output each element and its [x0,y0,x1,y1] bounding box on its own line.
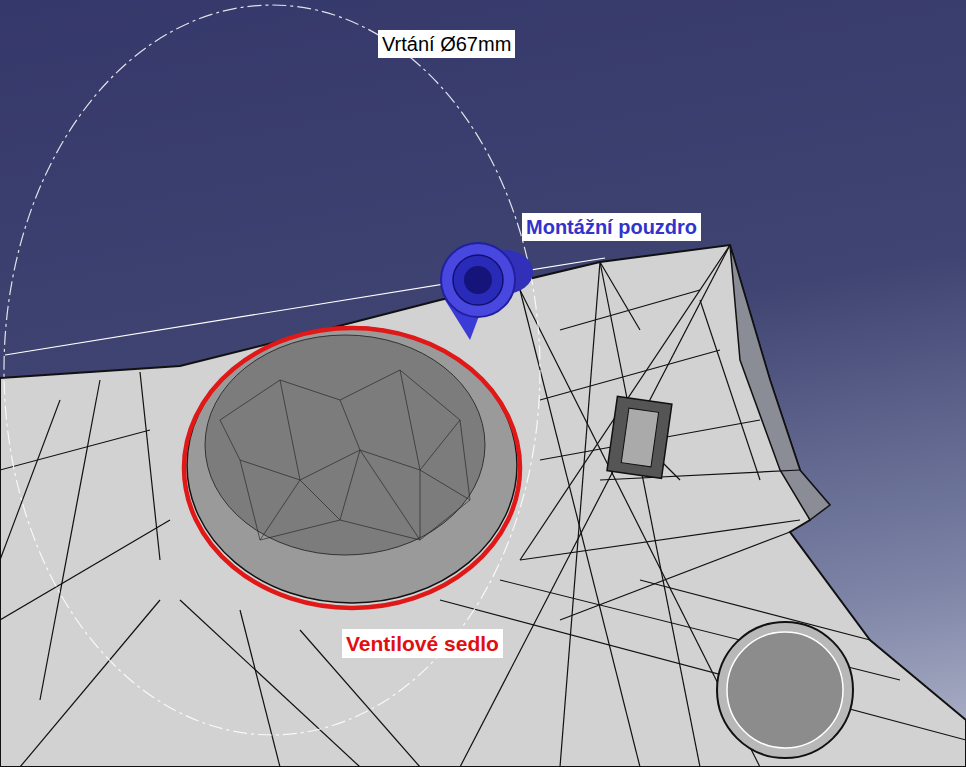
highlight-ring [184,328,520,608]
part-name: Ventilové sedlo [342,629,503,658]
dimension-label: Vrtání Ø67mm [378,30,515,58]
part-name: Montážní pouzdro [522,213,701,241]
part-mesh [0,245,966,767]
mounting-bushing [441,243,533,340]
bore-circle [4,5,540,735]
